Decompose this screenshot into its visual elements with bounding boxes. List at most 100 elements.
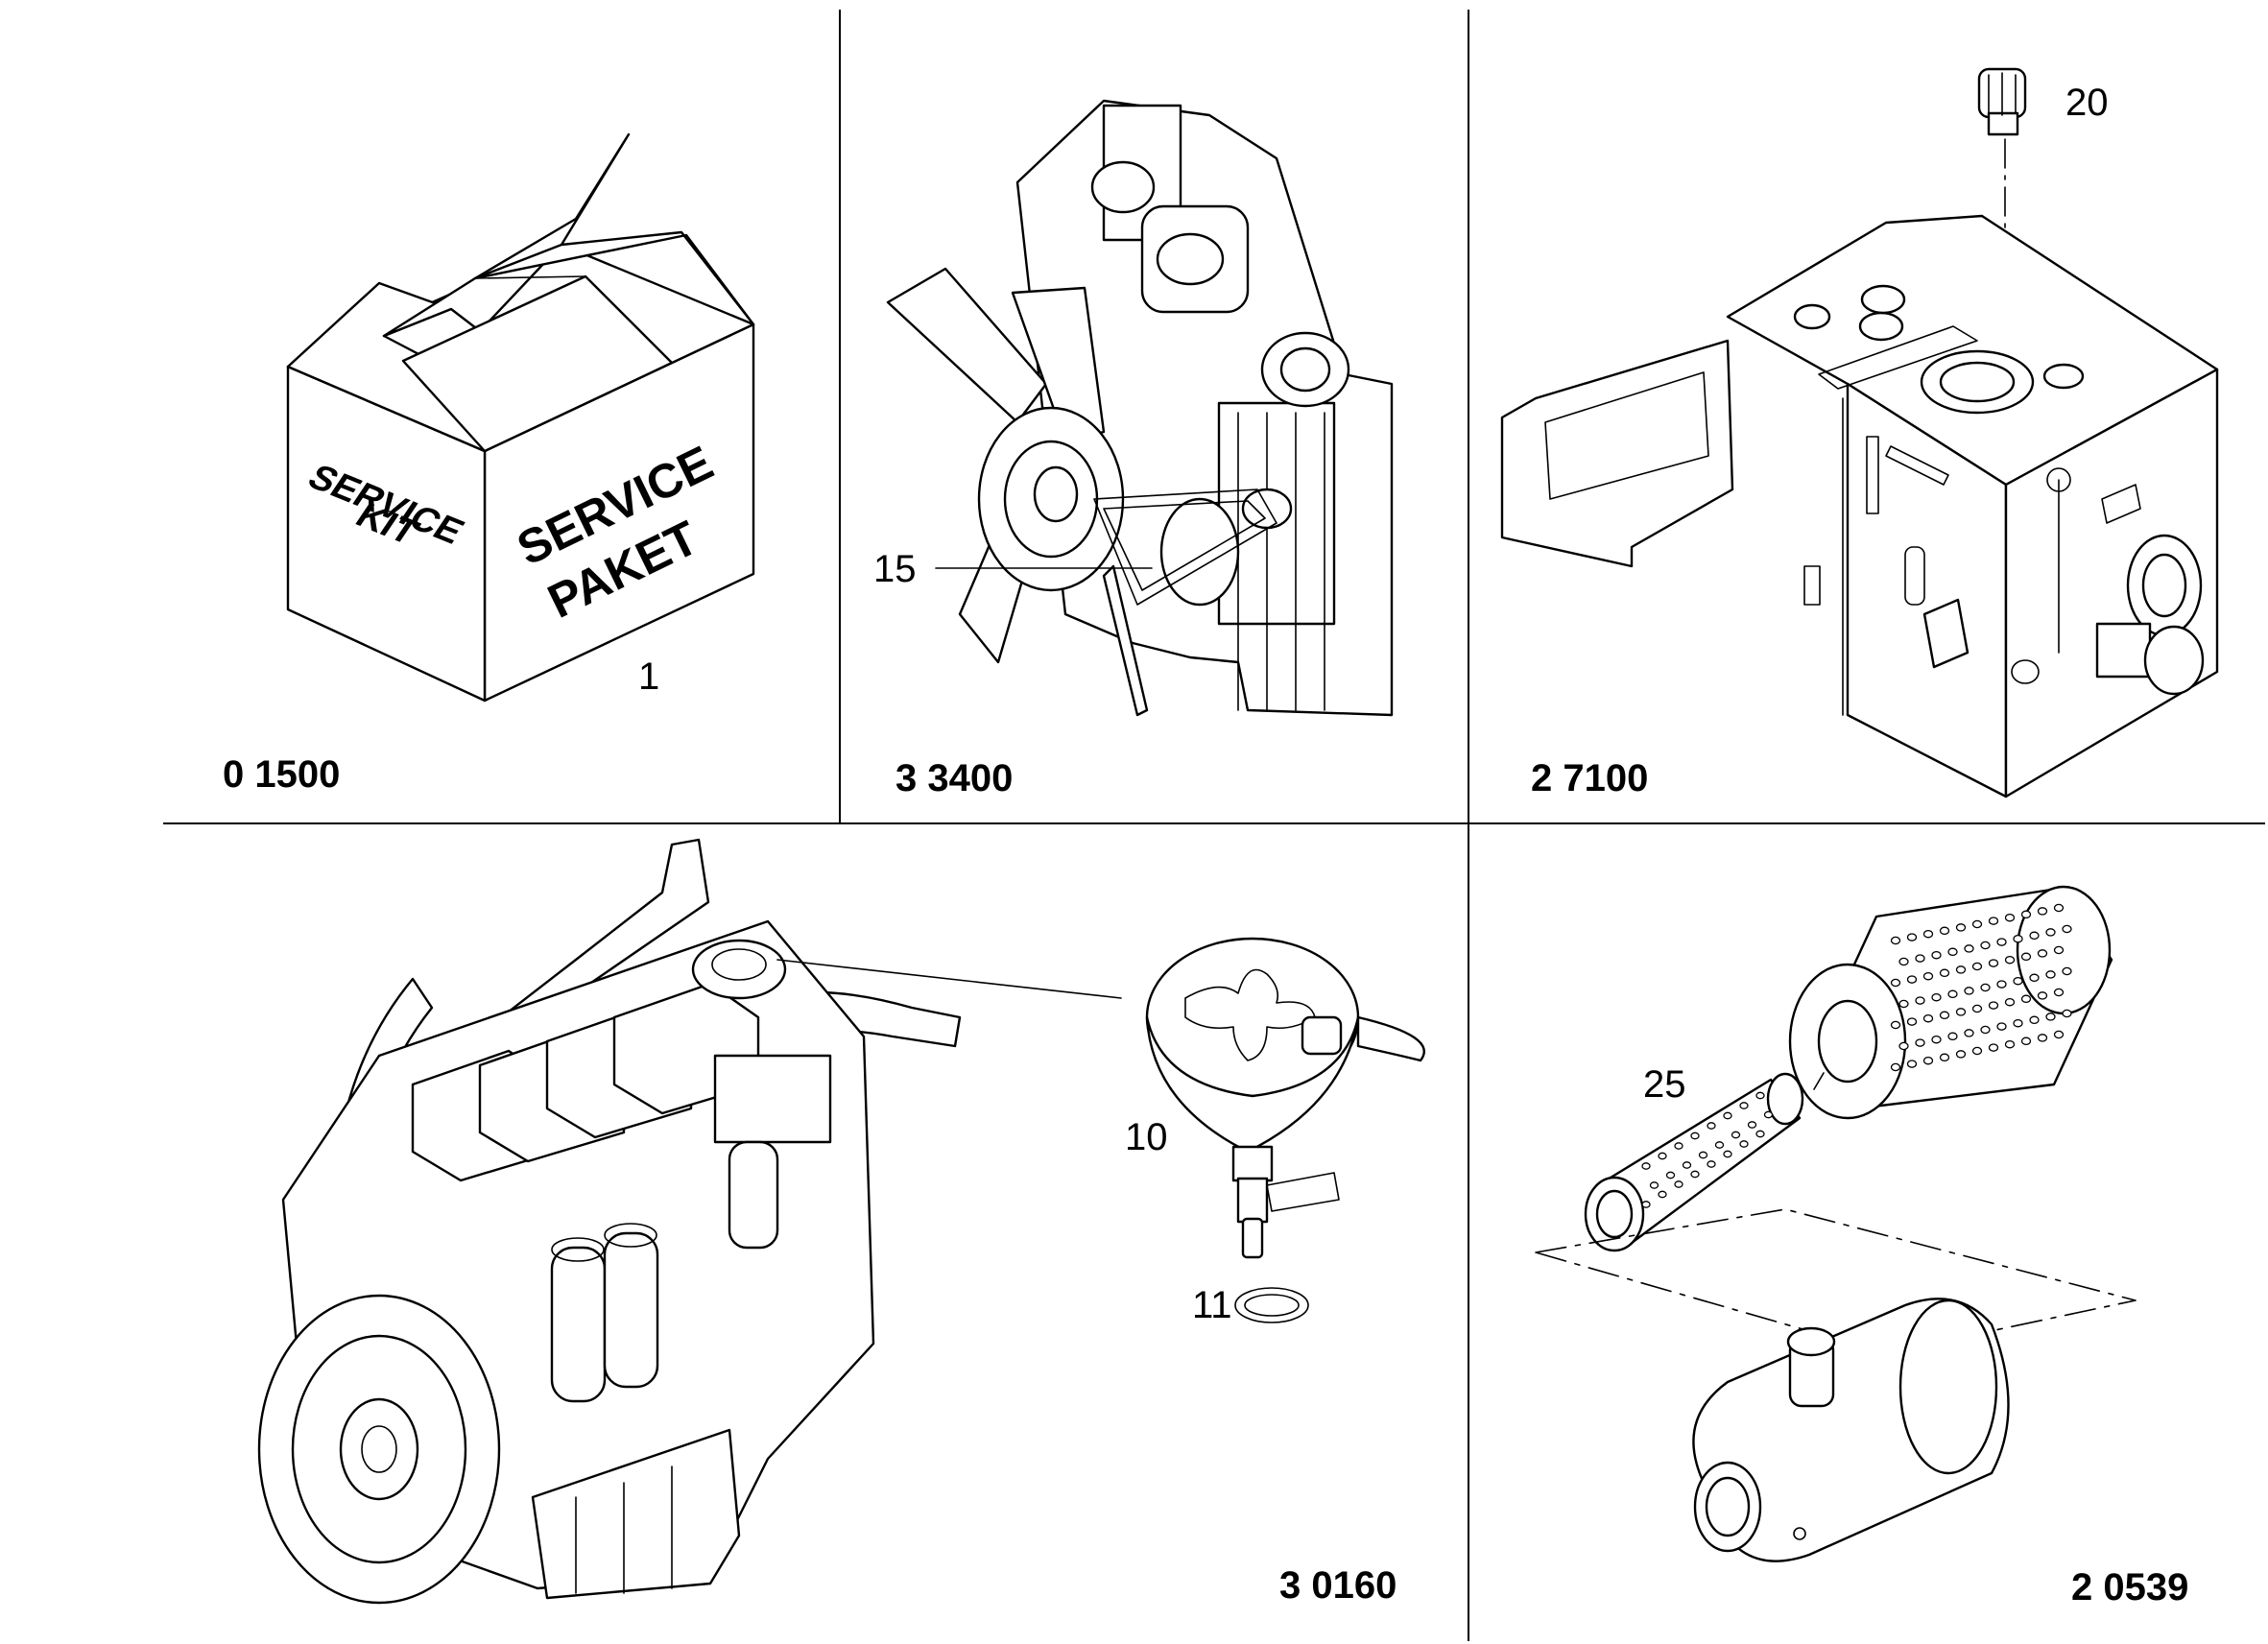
callout-10: 10 <box>1125 1116 1168 1158</box>
perforation-hole <box>1915 954 1925 963</box>
perforation-hole <box>1906 975 1918 984</box>
perforation-hole <box>2013 976 2023 986</box>
primary-filter-element-illustration <box>1788 885 2113 1120</box>
engine-breather-panel[interactable]: 10 11 3 0160 <box>257 838 1425 1607</box>
perforation-hole <box>1747 1121 1757 1129</box>
service-kit-box-illustration <box>286 132 755 703</box>
panel-code-30160: 3 0160 <box>1279 1564 1397 1607</box>
perforation-hole <box>1641 1162 1651 1170</box>
perforation-hole <box>1658 1152 1667 1160</box>
perforation-hole <box>1890 936 1901 945</box>
perforation-hole <box>1906 1017 1918 1026</box>
perforation-hole <box>1971 1046 1983 1056</box>
breather-leader <box>776 959 1122 999</box>
perforation-hole <box>1980 983 1991 992</box>
fan-belt-illustration <box>886 99 1394 717</box>
perforation-hole <box>2045 970 2056 979</box>
callout-1: 1 <box>638 655 659 698</box>
perforation-hole <box>1922 1056 1934 1065</box>
perforation-hole <box>1988 1043 1999 1052</box>
perforation-hole <box>1988 959 1999 967</box>
perforation-hole <box>2029 1015 2040 1025</box>
hydraulic-tank-panel[interactable]: 20 <box>1500 67 2219 799</box>
perforation-hole <box>1682 1161 1692 1169</box>
perforation-hole <box>1922 1013 1934 1023</box>
perforation-hole <box>2037 907 2048 916</box>
perforation-hole <box>1755 1091 1765 1100</box>
perforation-hole <box>1947 1032 1958 1041</box>
perforation-hole <box>1707 1122 1716 1130</box>
filter-axis <box>1813 1072 1825 1090</box>
perforation-hole <box>2020 910 2032 919</box>
filter-perforation-pattern <box>1890 903 2072 1072</box>
perforation-hole <box>1714 1141 1725 1149</box>
perforation-hole <box>2045 928 2056 937</box>
perforation-hole <box>1641 1201 1651 1208</box>
perforation-hole <box>1947 989 1958 999</box>
perforation-hole <box>2045 1013 2056 1021</box>
perforation-hole <box>1922 929 1934 939</box>
perforation-hole <box>1723 1111 1732 1120</box>
perforation-hole <box>1906 1060 1918 1068</box>
perforation-hole <box>1890 1020 1901 1030</box>
perforation-hole <box>1939 1011 1950 1020</box>
engine-illustration <box>257 838 962 1605</box>
perforation-hole <box>1915 996 1925 1005</box>
perforation-hole <box>1971 1004 1983 1013</box>
perforation-hole <box>1755 1130 1765 1138</box>
perforation-hole <box>2037 1034 2048 1042</box>
perforation-hole <box>2004 955 2016 965</box>
perforation-hole <box>2004 997 2016 1007</box>
perforation-hole <box>1723 1150 1732 1158</box>
air-filter-housing-illustration <box>1692 1298 2010 1562</box>
perforation-hole <box>1931 1035 1942 1044</box>
callout-25: 25 <box>1643 1063 1686 1106</box>
perforation-hole <box>2029 973 2040 983</box>
perforation-hole <box>1707 1160 1716 1168</box>
filler-cap-illustration <box>1977 67 2027 136</box>
perforation-hole <box>1955 1008 1967 1016</box>
perforation-hole <box>2053 945 2065 955</box>
perforation-hole <box>1964 987 1974 995</box>
perforation-hole <box>1649 1181 1659 1189</box>
perforation-hole <box>1658 1190 1667 1199</box>
perforation-hole <box>1731 1131 1741 1139</box>
filter-placement-outline <box>1535 1208 2137 1354</box>
perforation-hole <box>1890 1062 1901 1072</box>
perforation-hole <box>2029 931 2040 941</box>
perforation-hole <box>1674 1180 1683 1188</box>
panel-code-20539: 2 0539 <box>2071 1566 2188 1608</box>
panel-code-33400: 3 3400 <box>895 757 1013 799</box>
perforation-hole <box>1955 1050 1967 1059</box>
callout-11: 11 <box>1192 1284 1232 1326</box>
perforation-hole <box>2062 1009 2072 1018</box>
air-filter-panel[interactable]: 25 2 0539 <box>1535 885 2188 1608</box>
perforation-hole <box>2037 991 2048 1000</box>
perforation-hole <box>1980 941 1991 950</box>
perforation-hole <box>1665 1171 1676 1179</box>
perforation-hole <box>1915 1038 1925 1047</box>
service-kit-panel[interactable]: SERVICE KIT SERVICE PAKET 1 0 1500 <box>223 132 755 796</box>
perforation-hole <box>1898 957 1909 966</box>
perforation-hole <box>1698 1151 1708 1159</box>
perforation-hole <box>1996 1022 2007 1031</box>
perforation-hole <box>1931 992 1942 1002</box>
callout-15: 15 <box>873 548 917 590</box>
perforation-hole <box>1739 1102 1749 1109</box>
perforation-hole <box>1988 1001 1999 1010</box>
perforation-hole <box>1996 938 2007 946</box>
perforation-hole <box>1939 926 1950 936</box>
perforation-hole <box>2062 924 2072 934</box>
perforation-hole <box>2062 966 2072 976</box>
fan-belt-panel[interactable]: 15 3 3400 <box>873 99 1394 799</box>
panel-code-27100: 2 7100 <box>1531 757 1648 799</box>
perforation-hole <box>1922 971 1934 981</box>
perforation-hole <box>1674 1142 1683 1150</box>
perforation-hole <box>1690 1170 1700 1179</box>
perforation-hole <box>2020 994 2032 1004</box>
o-ring-illustration <box>1234 1287 1309 1323</box>
safety-filter-element-illustration <box>1584 1072 1804 1252</box>
perforation-hole <box>2053 988 2065 997</box>
